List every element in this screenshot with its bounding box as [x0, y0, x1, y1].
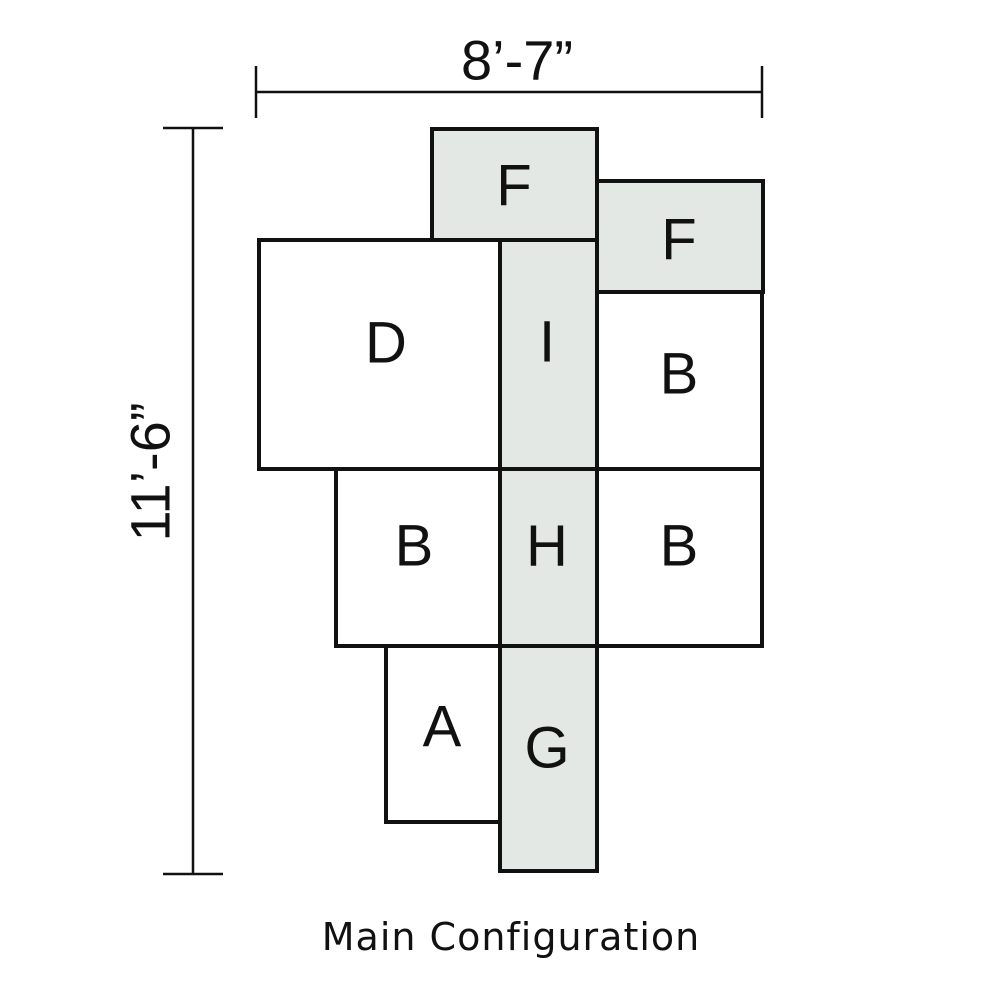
tile-label: I: [539, 310, 555, 375]
tile-rect: [334, 467, 502, 648]
tile-g: G: [498, 644, 599, 873]
tile-layout: F F D I B B H B: [257, 127, 765, 873]
tile-a: A: [384, 644, 502, 824]
tile-rect: [595, 290, 764, 471]
tile-rect: [498, 467, 599, 648]
tile-f-top: F: [430, 127, 599, 242]
height-dimension-label: 11’-6”: [119, 402, 182, 541]
tile-label: H: [526, 514, 568, 579]
tile-b-upper-right: B: [595, 290, 764, 471]
tile-d: D: [257, 238, 502, 471]
tile-label: F: [661, 208, 696, 273]
tile-label: B: [660, 514, 699, 579]
width-dimension: 8’-7”: [254, 29, 764, 118]
tile-label: B: [660, 342, 699, 407]
tile-label: F: [496, 154, 531, 219]
tile-rect: [595, 179, 765, 294]
tile-f-right: F: [595, 179, 765, 294]
tile-label: B: [395, 514, 434, 579]
diagram-caption: Main Configuration: [322, 915, 701, 959]
tile-b-middle-left: B: [334, 467, 502, 648]
width-dimension-label: 8’-7”: [461, 29, 573, 92]
tile-rect: [595, 467, 764, 648]
tile-i: I: [498, 238, 599, 471]
height-dimension: 11’-6”: [119, 126, 223, 876]
tile-label: D: [365, 311, 407, 376]
tile-h: H: [498, 467, 599, 648]
tile-b-middle-right: B: [595, 467, 764, 648]
tile-label: A: [423, 695, 462, 760]
tile-label: G: [524, 716, 569, 781]
tile-rect: [384, 644, 502, 824]
tile-rect: [498, 644, 599, 873]
